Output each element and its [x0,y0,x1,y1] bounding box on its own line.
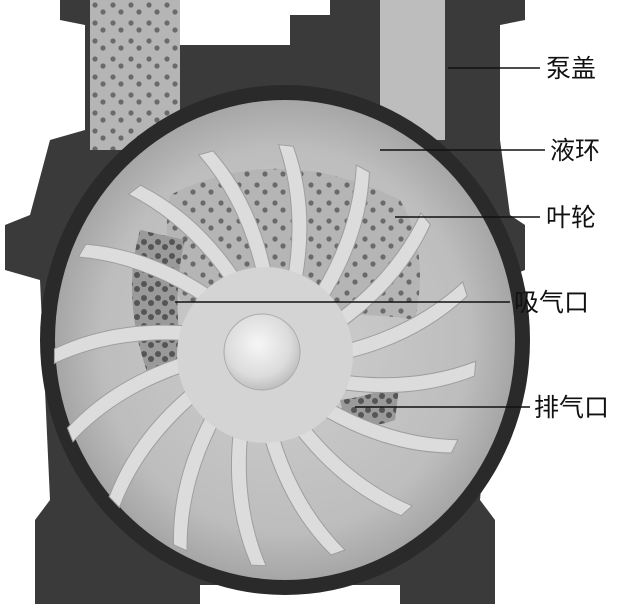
label-liquid-ring: 液环 [550,138,600,163]
label-pump-cover: 泵盖 [546,56,596,81]
label-suction-port: 吸气口 [514,290,589,315]
label-discharge-port: 排气口 [534,395,609,420]
label-impeller: 叶轮 [546,205,596,230]
top-gap [180,0,290,45]
top-gap-2 [290,0,330,15]
impeller-shaft [224,314,300,390]
